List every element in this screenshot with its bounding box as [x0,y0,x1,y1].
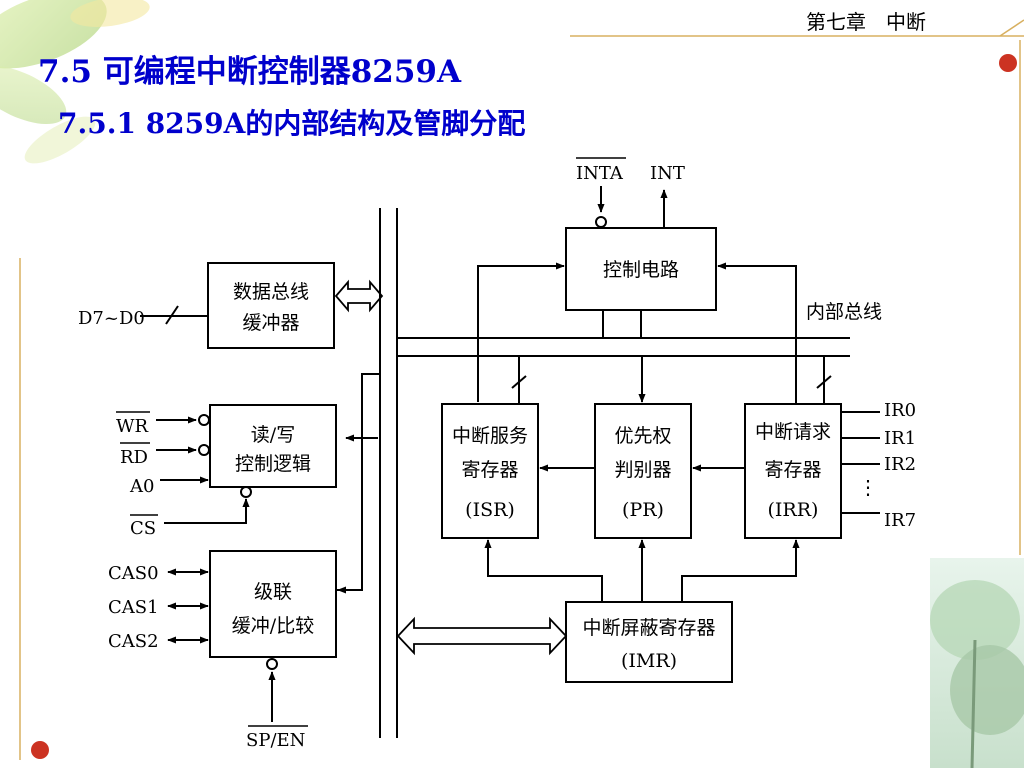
cas1-signal: CAS1 [108,597,159,618]
pr-label: 判别器 [614,459,671,481]
sp-en-signal: SP/EN [246,730,305,751]
imr-label: 中断屏蔽寄存器 [582,617,715,639]
data-bus-buffer-label: 数据总线 [233,281,309,303]
ir2-signal: IR2 [884,454,916,475]
isr-control-line [477,262,565,402]
section-title: 7.5 可编程中断控制器8259A [38,54,462,90]
irr-label: (IRR) [768,499,819,521]
irr-control-line [717,262,797,404]
rw-logic-label: 读/写 [251,424,295,446]
rd-bubble [198,444,210,456]
chapter-header: 第七章 中断 [806,10,926,34]
cs-signal: CS [130,518,156,539]
cas2-signal: CAS2 [108,631,159,652]
pr-label: 优先权 [614,425,671,447]
data-bus-double-arrow [334,279,384,313]
ir1-signal: IR1 [884,428,916,449]
isr-label: 中断服务 [452,425,528,447]
irr-label: 寄存器 [764,459,821,481]
leaf-decoration [0,0,107,69]
ir7-signal: IR7 [884,510,916,531]
bus-width-slash [511,375,527,389]
ir-ellipsis: ⋮ [858,475,878,499]
cas0-signal: CAS0 [108,563,159,584]
tree-picture [950,645,1024,735]
data-bus-buffer-label: 缓冲器 [242,312,299,334]
bus-width-slash [165,305,179,325]
internal-bus-label: 内部总线 [806,301,882,323]
rd-signal: RD [120,447,148,468]
bullet-decoration [31,741,49,759]
irr-block [744,403,842,539]
irr-label: 中断请求 [755,421,831,443]
data-signal: D7~D0 [78,308,145,329]
tree-picture [930,580,1020,660]
pr-block [594,403,692,539]
header-rule [999,19,1024,37]
imr-irr-line [681,539,800,602]
bullet-decoration [999,54,1017,72]
cs-bubble [240,486,252,498]
leaf-decoration [0,65,67,125]
cs-line [164,500,247,524]
pr-label: (PR) [622,499,664,521]
cascade-bus-line [336,373,380,591]
isr-label: (ISR) [465,499,515,521]
tree-picture [970,639,977,768]
subsection-title: 7.5.1 8259A的内部结构及管脚分配 [58,107,526,140]
wr-signal: WR [116,416,149,437]
data-bus-buffer-block [207,262,335,349]
control-circuit-label: 控制电路 [603,259,679,281]
leaf-decoration [24,116,96,164]
bus-width-slash [816,375,832,389]
isr-block [441,403,539,539]
rw-logic-block [209,404,337,488]
int-signal: INT [650,163,685,184]
imr-double-arrow [396,616,568,656]
wr-bubble [198,414,210,426]
cascade-block [209,550,337,658]
isr-label: 寄存器 [461,459,518,481]
leaf-decoration [70,0,150,27]
rw-logic-label: 控制逻辑 [235,453,311,475]
inta-signal: INTA [576,163,624,184]
ir0-signal: IR0 [884,400,916,421]
sp-en-bubble [266,658,278,670]
cascade-label: 级联 [254,581,292,603]
a0-signal: A0 [129,476,154,497]
imr-isr-line [484,539,603,602]
imr-label: (IMR) [621,650,677,672]
imr-block [565,601,733,683]
inta-bubble [595,216,607,228]
cascade-label: 缓冲/比较 [232,615,314,637]
